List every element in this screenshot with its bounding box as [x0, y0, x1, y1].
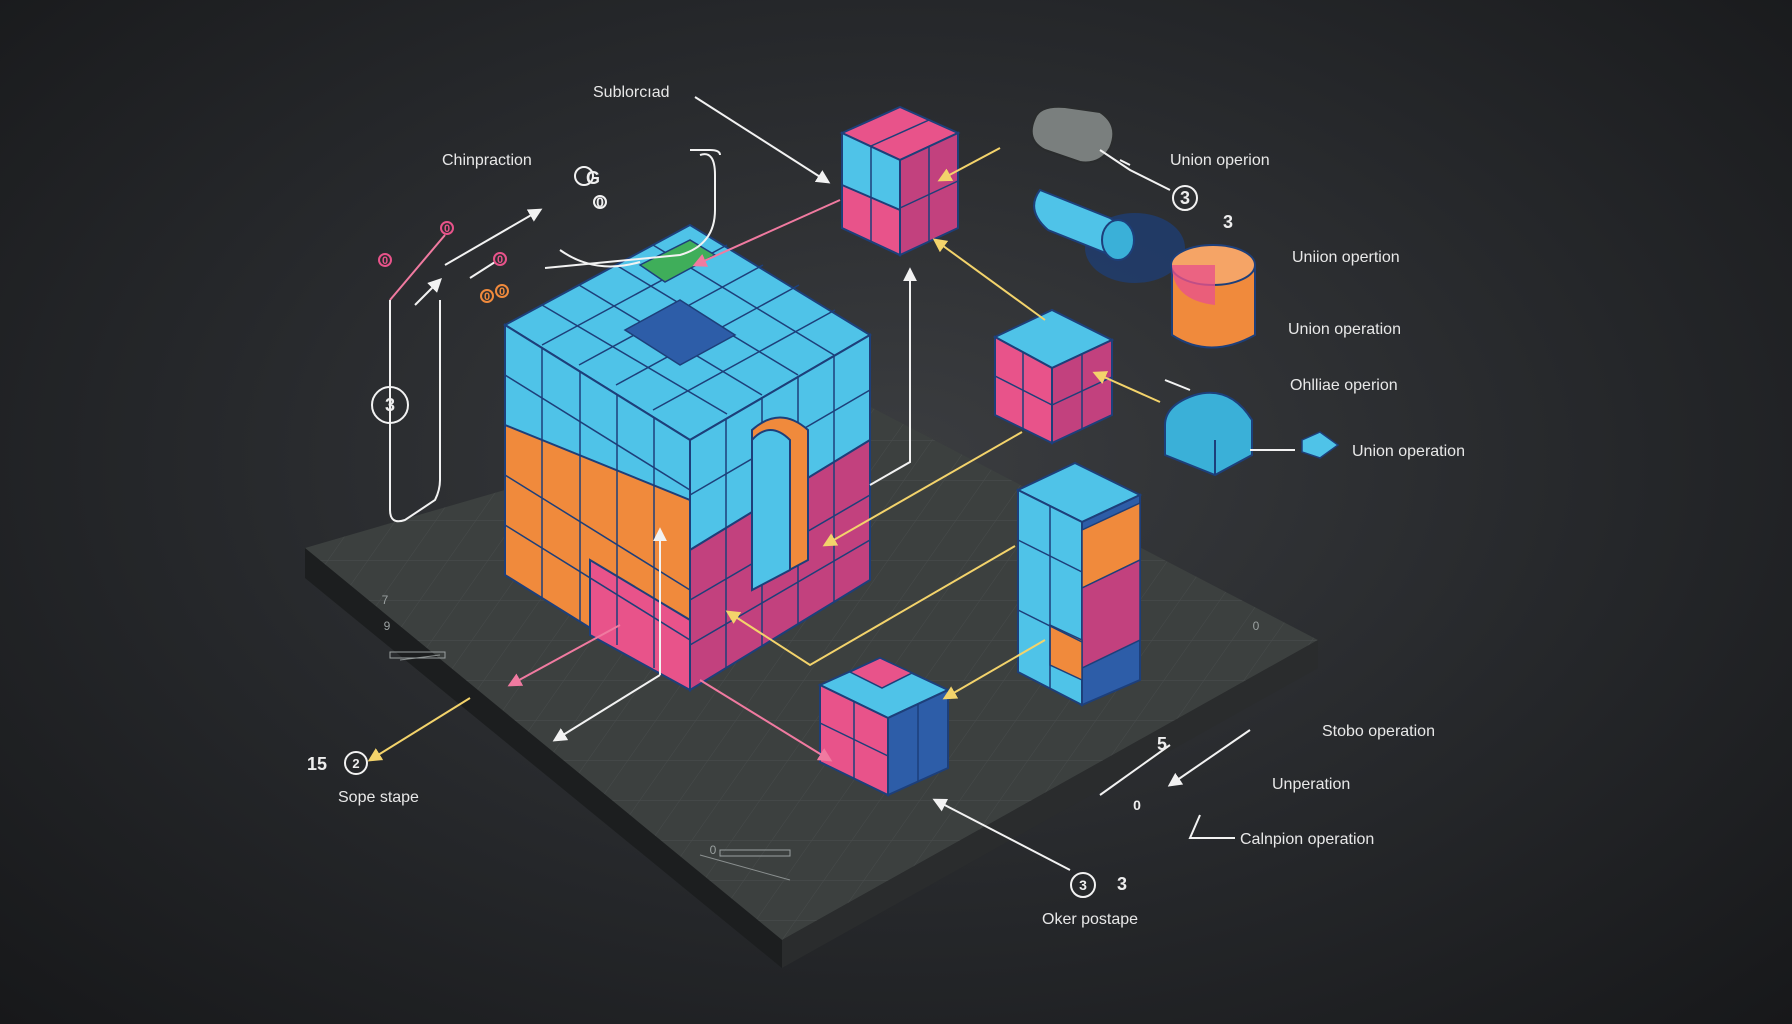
label-subtracted: Sublorcıad — [593, 84, 670, 101]
marker-0-orange: 0 — [484, 291, 490, 303]
marker-0-bottom: 0 — [1133, 797, 1141, 813]
label-oker-postape: Oker postape — [1042, 911, 1138, 928]
label-stobo: Stobo operation — [1322, 723, 1435, 740]
marker-3-circle: 3 — [385, 395, 395, 415]
label-sope-stape: Sope stape — [338, 789, 419, 806]
tall-column — [1015, 461, 1143, 707]
ruler-ticks — [389, 651, 791, 881]
marker-0a: 0 — [596, 194, 604, 210]
cylinder-orange — [1170, 244, 1256, 349]
marker-15: 15 — [307, 754, 327, 774]
marker-numbers: G 0 3 0 0 0 0 0 3 3 15 2 5 0 3 3 7 9 0 0 — [307, 168, 1260, 894]
marker-2-circle: 2 — [352, 756, 359, 771]
marker-7-grid: 7 — [382, 593, 389, 607]
marker-g: G — [586, 168, 600, 188]
label-union-4: Union operation — [1352, 443, 1465, 460]
main-cube — [503, 223, 872, 692]
small-cube-middle — [992, 308, 1115, 445]
marker-0-pink2: 0 — [444, 223, 450, 235]
circle-marker-icon — [344, 166, 1198, 898]
half-cylinder-cyan — [1164, 391, 1253, 477]
marker-3-bottom: 3 — [1117, 874, 1127, 894]
arrows — [367, 96, 1295, 871]
cylinder-cyan — [1033, 188, 1185, 283]
small-cube-top — [839, 105, 961, 257]
label-union-2: Uniion opertion — [1292, 249, 1400, 266]
small-wedge — [1301, 431, 1340, 459]
marker-0-grid2: 0 — [1253, 619, 1260, 633]
marker-0-orange2: 0 — [499, 286, 505, 298]
marker-0-small: 0 — [497, 254, 503, 266]
label-chinpraction: Chinpraction — [442, 152, 532, 169]
label-unperation: Unperation — [1272, 776, 1350, 793]
operation-labels: Sublorcıad Chinpraction Union operion Un… — [338, 84, 1465, 928]
label-ohlliae: Ohlliae operion — [1290, 377, 1398, 394]
marker-3-right: 3 — [1223, 212, 1233, 232]
small-cube-bottom — [817, 656, 951, 797]
marker-3-bottom-circle: 3 — [1079, 877, 1087, 893]
label-union-top: Union operion — [1170, 152, 1270, 169]
marker-0-pink: 0 — [382, 255, 388, 267]
capsule-shape — [1030, 105, 1115, 164]
marker-0-grid: 0 — [710, 843, 717, 857]
marker-5: 5 — [1157, 734, 1167, 754]
marker-3-left: 3 — [1180, 188, 1190, 208]
marker-9-grid: 9 — [384, 619, 391, 633]
label-calnpion: Calnpion operation — [1240, 831, 1374, 848]
label-union-3: Union operation — [1288, 321, 1401, 338]
